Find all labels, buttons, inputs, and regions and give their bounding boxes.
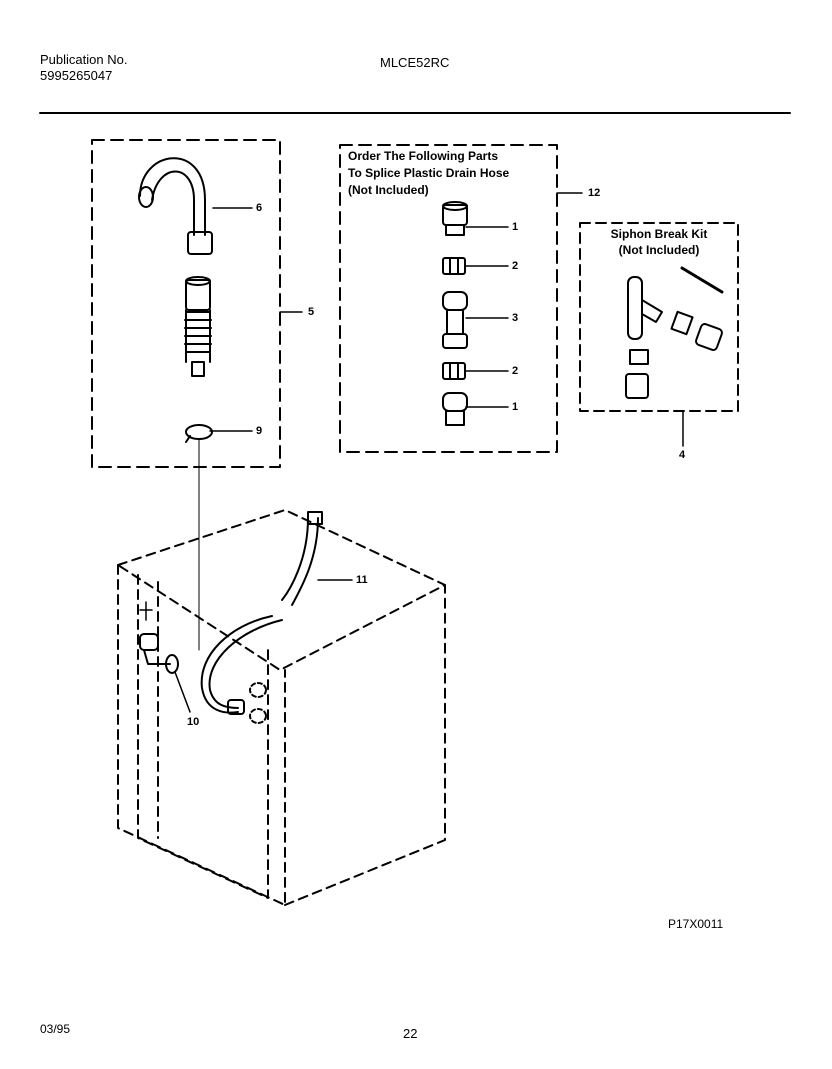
hose-clamp-part (185, 424, 213, 443)
corrugated-hose-part (184, 276, 212, 377)
inlet-valves (249, 682, 267, 724)
callout-1-bottom: 1 (512, 401, 519, 413)
publication-number: 5995265047 (40, 68, 113, 83)
splice-parts-stack (442, 201, 468, 426)
drain-elbow-part (139, 601, 179, 674)
siphon-heading-line-2: (Not Included) (618, 243, 700, 257)
callout-5: 5 (308, 306, 315, 318)
publication-label: Publication No. (40, 52, 128, 67)
callout-12: 12 (588, 187, 601, 199)
siphon-kit-parts (625, 266, 724, 399)
splice-heading-line-1: Order The Following Parts (348, 149, 499, 163)
washer-cabinet (117, 509, 446, 906)
callout-10: 10 (187, 716, 200, 728)
date-code: 03/95 (40, 1022, 71, 1036)
callout-4: 4 (679, 449, 686, 461)
siphon-heading-line-1: Siphon Break Kit (610, 227, 708, 241)
callout-9: 9 (256, 425, 263, 437)
drain-hose-part (200, 511, 323, 715)
hose-hook-part (138, 157, 213, 255)
drain-hose-group-box (91, 139, 281, 468)
callout-3: 3 (512, 312, 519, 324)
callout-1-top: 1 (512, 221, 519, 233)
splice-parts-box (339, 144, 558, 453)
drawing-code: P17X0011 (668, 917, 724, 931)
siphon-break-kit-box (579, 222, 739, 412)
splice-heading-line-3: (Not Included) (348, 183, 429, 197)
page-number: 22 (403, 1026, 418, 1041)
callout-11: 11 (356, 574, 368, 586)
callout-6: 6 (256, 202, 263, 214)
callout-2-top: 2 (512, 260, 519, 272)
model-number: MLCE52RC (380, 55, 450, 70)
callout-2-bottom: 2 (512, 365, 519, 377)
splice-heading-line-2: To Splice Plastic Drain Hose (348, 166, 510, 180)
